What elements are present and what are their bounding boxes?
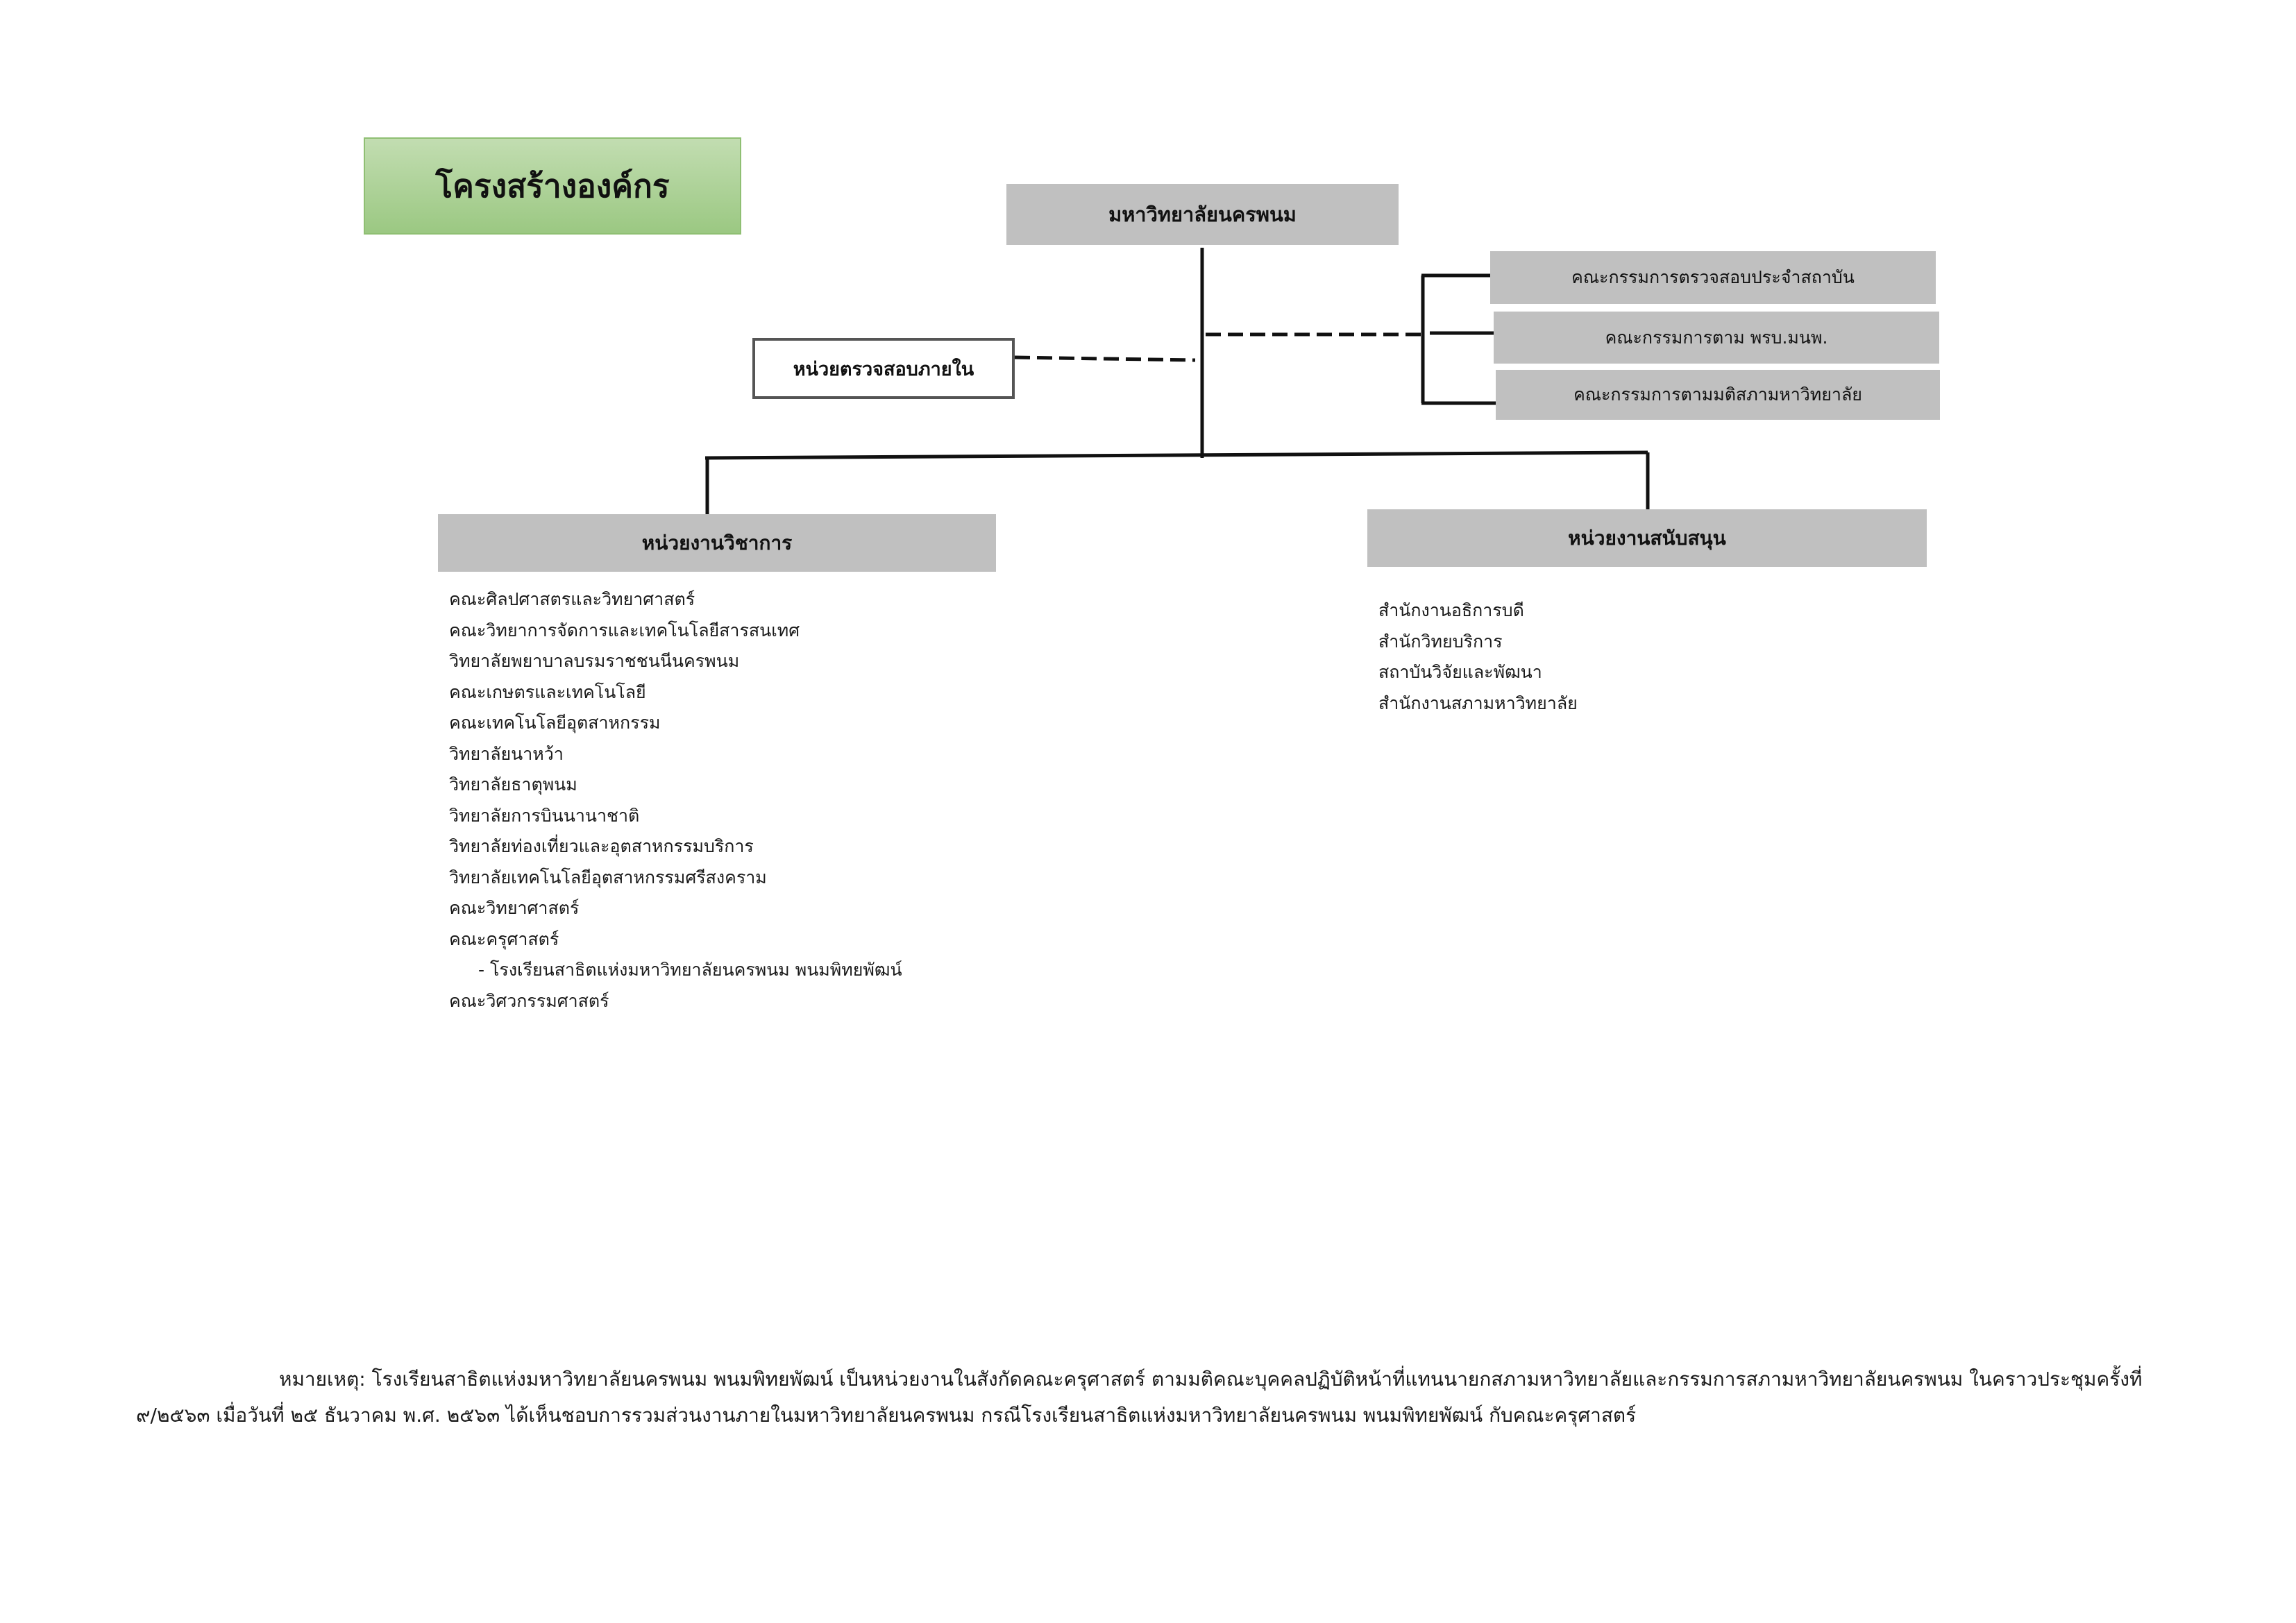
list-item: สำนักวิทยบริการ xyxy=(1378,631,1503,652)
committee-node-1: คณะกรรมการตรวจสอบประจำสถาบัน xyxy=(1490,251,1936,304)
committee-node-3: คณะกรรมการตามมติสภามหาวิทยาลัย xyxy=(1496,370,1940,420)
list-item: สถาบันวิจัยและพัฒนา xyxy=(1378,662,1542,682)
list-item: คณะวิทยาศาสตร์ xyxy=(449,898,580,918)
list-item: วิทยาลัยนาหว้า xyxy=(449,743,564,764)
footnote-line-2: ๙/๒๕๖๓ เมื่อวันที่ ๒๕ ธันวาคม พ.ศ. ๒๕๖๓ … xyxy=(136,1404,1637,1427)
internal-audit-node: หน่วยตรวจสอบภายใน xyxy=(752,338,1015,399)
list-sub-item: - โรงเรียนสาธิตแห่งมหาวิทยาลัยนครพนม พนม… xyxy=(478,960,902,980)
list-item: วิทยาลัยธาตุพนม xyxy=(449,774,577,794)
page-title: โครงสร้างองค์กร xyxy=(364,137,741,235)
list-item: คณะครุศาสตร์ xyxy=(449,928,559,949)
list-item: คณะวิศวกรรมศาสตร์ xyxy=(449,990,609,1011)
support-node: หน่วยงานสนับสนุน xyxy=(1367,509,1927,567)
academic-node: หน่วยงานวิชาการ xyxy=(438,514,996,572)
list-item: วิทยาลัยเทคโนโลยีอุตสาหกรรมศรีสงคราม xyxy=(449,867,767,887)
list-item: วิทยาลัยท่องเที่ยวและอุตสาหกรรมบริการ xyxy=(449,836,754,856)
list-item: สำนักงานสภามหาวิทยาลัย xyxy=(1378,692,1578,713)
list-item: สำนักงานอธิการบดี xyxy=(1378,600,1524,620)
list-item: คณะวิทยาการจัดการและเทคโนโลยีสารสนเทศ xyxy=(449,620,800,640)
list-item: คณะเทคโนโลยีอุตสาหกรรม xyxy=(449,713,661,733)
internal-audit-dashed-line xyxy=(1014,355,1196,362)
list-item: วิทยาลัยการบินนานาชาติ xyxy=(449,805,640,826)
footnote-line-1: หมายเหตุ: โรงเรียนสาธิตแห่งมหาวิทยาลัยนค… xyxy=(279,1368,2143,1391)
footnote: หมายเหตุ: โรงเรียนสาธิตแห่งมหาวิทยาลัยนค… xyxy=(136,1361,2143,1434)
list-item: คณะศิลปศาสตรและวิทยาศาสตร์ xyxy=(449,589,695,609)
committee-node-2: คณะกรรมการตาม พรบ.มนพ. xyxy=(1494,312,1939,364)
academic-unit-list: คณะศิลปศาสตรและวิทยาศาสตร์ คณะวิทยาการจั… xyxy=(449,584,902,1017)
list-item: วิทยาลัยพยาบาลบรมราชชนนีนครพนม xyxy=(449,651,740,671)
root-node: มหาวิทยาลัยนครพนม xyxy=(1006,184,1399,245)
list-item: คณะเกษตรและเทคโนโลยี xyxy=(449,681,646,702)
branch-line xyxy=(704,450,1648,460)
support-unit-list: สำนักงานอธิการบดี สำนักวิทยบริการ สถาบัน… xyxy=(1378,595,1578,719)
